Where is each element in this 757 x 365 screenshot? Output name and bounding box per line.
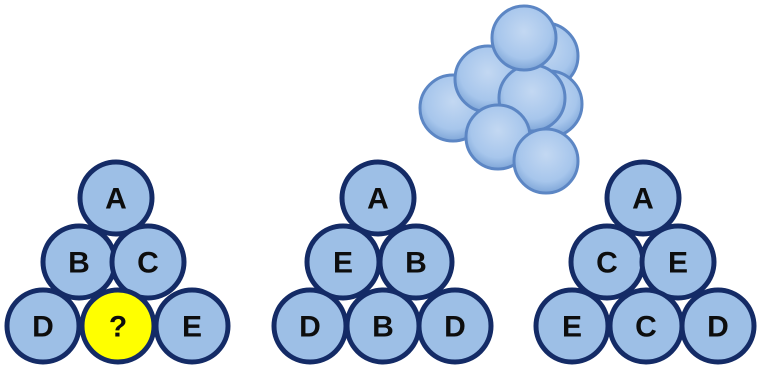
ball: [639, 223, 717, 301]
ball: [153, 287, 231, 365]
loose-ball-pile: [418, 4, 584, 195]
ball: [604, 159, 682, 237]
ball: [679, 287, 757, 365]
ball-label: C: [635, 311, 657, 344]
ball: [416, 287, 494, 365]
ball-label: D: [299, 311, 321, 344]
ball: [4, 287, 82, 365]
ball-label: E: [333, 247, 353, 280]
ball-label: D: [32, 311, 54, 344]
ball-label: E: [562, 311, 582, 344]
pyramid-1: AB C D? E: [4, 159, 231, 365]
ball-label: B: [68, 247, 90, 280]
ball: [109, 223, 187, 301]
ball-label: D: [444, 311, 466, 344]
ball-label: B: [372, 311, 394, 344]
loose-ball: [512, 127, 580, 195]
ball-label: D: [707, 311, 729, 344]
ball: [77, 159, 155, 237]
ball-label: C: [137, 247, 159, 280]
ball-label: E: [668, 247, 688, 280]
ball-label: B: [405, 247, 427, 280]
ball: [377, 223, 455, 301]
ball: [339, 159, 417, 237]
ball-label: A: [632, 183, 654, 216]
ball-label: E: [182, 311, 202, 344]
loose-ball: [490, 4, 558, 72]
ball-label: A: [367, 183, 389, 216]
ball-label: A: [105, 183, 127, 216]
ball-label: C: [596, 247, 618, 280]
mystery-ball-label: ?: [109, 311, 127, 344]
